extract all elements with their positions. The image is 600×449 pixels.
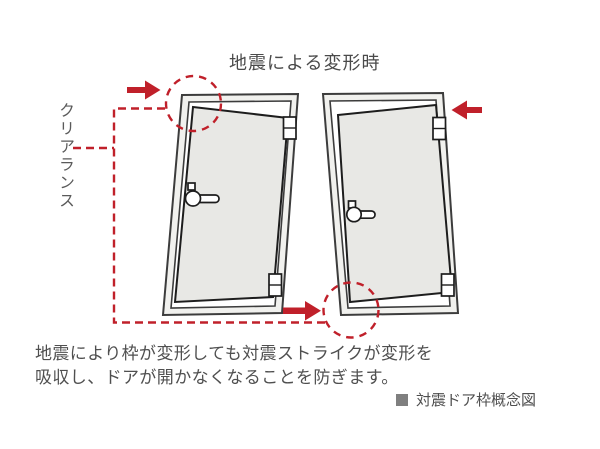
right-door-hinge-top — [432, 116, 447, 141]
left-door-hinge-bottom — [268, 273, 283, 297]
right-door-unit — [321, 91, 460, 317]
push-left-arrow-icon — [451, 100, 482, 120]
caption-square-icon — [396, 393, 408, 406]
caption-text: 対震ドア枠概念図 — [416, 391, 537, 409]
left-door-unit — [161, 92, 300, 317]
right-door-hinge-bottom — [440, 273, 455, 297]
highlight-circle-top-left — [164, 74, 223, 133]
push-right-arrow-icon — [127, 80, 161, 100]
description-text: 地震により枠が変形しても対震ストライクが変形を 吸収し、ドアが開かなくなることを… — [35, 343, 433, 390]
highlight-circle-bottom-left — [322, 281, 380, 339]
figure-caption: 対震ドア枠概念図 — [396, 389, 536, 410]
left-door-peephole — [187, 182, 196, 191]
left-door-panel — [173, 105, 290, 304]
right-door-handle — [345, 206, 376, 223]
clearance-label: クリアランス — [56, 102, 75, 210]
left-door-handle — [184, 190, 220, 207]
description-line-2: 吸収し、ドアが開かなくなることを防ぎます。 — [35, 367, 399, 388]
description-line-1: 地震により枠が変形しても対震ストライクが変形を — [35, 344, 434, 364]
clearance-boundary-line — [73, 107, 325, 324]
diagram-title: 地震による変形時 — [229, 53, 381, 74]
left-door-hinge-top — [282, 116, 297, 140]
push-right-arrow-bottom-icon — [283, 301, 321, 321]
